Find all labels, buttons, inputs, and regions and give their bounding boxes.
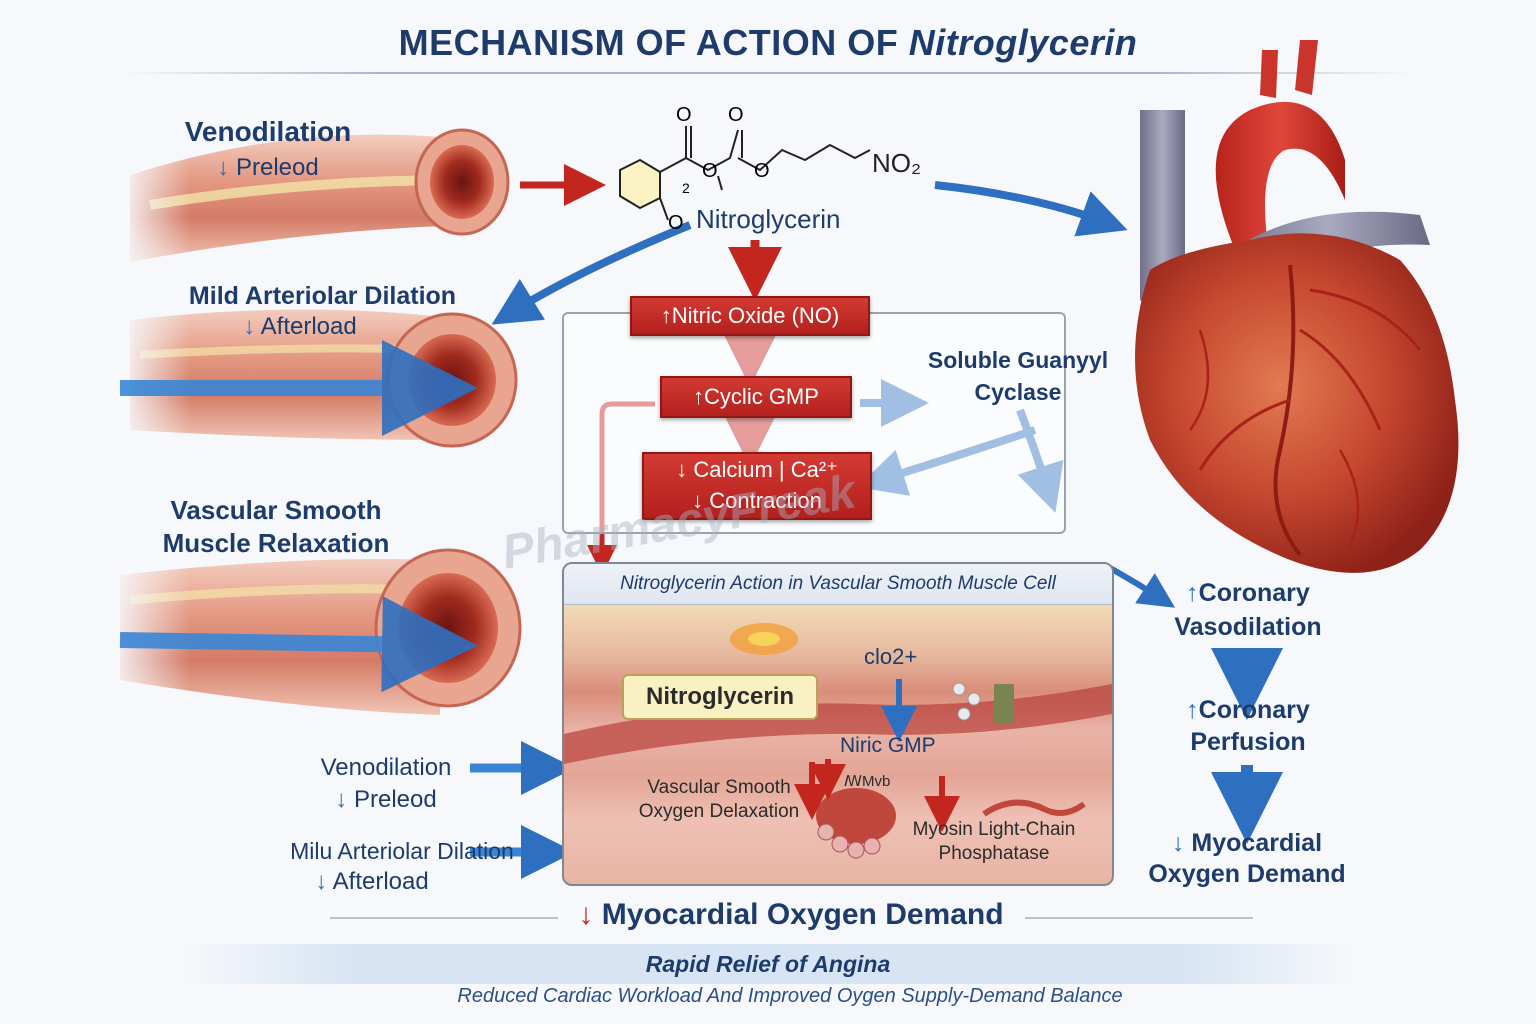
molecule-oxygen-4: O xyxy=(754,160,770,182)
page-title: MECHANISM OF ACTION OF Nitroglycerin xyxy=(0,22,1536,64)
coronary-line-2: Vasodilation xyxy=(1174,613,1322,641)
nitric-oxide-label: Nitric Oxide (NO) xyxy=(671,303,840,328)
coronary-vasodilation-label: ↑Coronary Vasodilation xyxy=(1160,576,1336,644)
coronary-perfusion-label: ↑Coronary Perfusion xyxy=(1160,694,1336,758)
title-rule xyxy=(120,72,1416,74)
cell-squiggle-text: ꟿMvb xyxy=(844,773,891,790)
myocardial-demand-right-label: ↓ Myocardial Oxygen Demand xyxy=(1142,828,1352,890)
down-arrow-icon: ↓ xyxy=(1171,829,1185,857)
calcium-label: Calcium | Ca²⁺ xyxy=(693,457,838,482)
arrow-molecule-to-vessel xyxy=(491,221,692,325)
guanylyl-line-1: Soluble Guanyyl xyxy=(927,347,1109,373)
summary-text: Reduced Cardiac Workload And Improved Oy… xyxy=(457,985,1123,1007)
down-arrow-icon: ↓ xyxy=(692,488,704,513)
nitric-oxide-box: ↑Nitric Oxide (NO) xyxy=(630,296,870,336)
calcium-line: ↓ Calcium | Ca²⁺ xyxy=(644,454,870,485)
vsm-line-1: Vascular Smooth xyxy=(170,495,382,525)
title-drug-name: Nitroglycerin xyxy=(908,22,1138,63)
molecule-name-label: Nitroglycerin xyxy=(696,204,841,234)
bottom-arteriolar-sub: ↓ Afterload xyxy=(262,868,482,896)
cell-mlc-line-2: Phosphatase xyxy=(938,843,1050,864)
bottom-rule-right xyxy=(1025,917,1253,919)
relief-text: Rapid Relief of Angina xyxy=(645,951,891,977)
myocardial-demand-banner: ↓ Myocardial Oxygen Demand xyxy=(556,898,1026,932)
arteriolar-sub: ↓ Afterload xyxy=(150,313,450,341)
molecule-no2-label: NO₂ xyxy=(872,148,922,178)
vessel-venodilation xyxy=(120,128,510,270)
bottom-arteriolar-title: Milu Arteriolar Dilation xyxy=(290,838,514,864)
down-arrow-icon: ↓ xyxy=(676,457,688,482)
heart-illustration xyxy=(1135,40,1459,573)
veno-sub: ↓ Preleod xyxy=(148,154,388,182)
arrow-cell-to-coronary xyxy=(1108,565,1176,608)
veno-sub-text: Preleod xyxy=(235,154,319,181)
nitroglycerin-structure xyxy=(619,126,871,221)
contraction-label: Contraction xyxy=(709,488,822,513)
cell-illustration xyxy=(564,623,1112,859)
arteriolar-sub-text: Afterload xyxy=(260,313,357,340)
cyclic-gmp-box: ↑Cyclic GMP xyxy=(660,376,852,418)
bottom-veno-title: Venodilation xyxy=(320,754,452,781)
up-arrow-icon: ↑ xyxy=(1186,696,1199,724)
molecule-subscript: 2 xyxy=(682,180,690,196)
cell-panel-header: Nitroglycerin Action in Vascular Smooth … xyxy=(564,564,1112,605)
contraction-line: ↓ Contraction xyxy=(644,485,870,516)
demand-line-2: Oxygen Demand xyxy=(1148,860,1346,888)
cyclic-gmp-label: Cyclic GMP xyxy=(704,384,819,409)
molecule-oxygen-3: O xyxy=(702,160,718,182)
perfusion-line-1: ↑Coronary xyxy=(1160,694,1336,726)
cell-calcium-label: clo2+ xyxy=(864,644,918,669)
perfusion-text-1: Coronary xyxy=(1198,696,1310,724)
up-arrow-icon: ↑ xyxy=(1186,579,1199,607)
cell-cgmp-label: Niric GMP xyxy=(840,734,936,757)
down-arrow-icon: ↓ xyxy=(578,898,594,931)
perfusion-line-2: Perfusion xyxy=(1190,728,1306,756)
calcium-contraction-box: ↓ Calcium | Ca²⁺ ↓ Contraction xyxy=(642,452,872,520)
cell-mlc-line-1: Myosin Light-Chain xyxy=(912,819,1076,840)
down-arrow-icon: ↓ xyxy=(315,868,328,895)
bottom-veno-sub: ↓ Preleod xyxy=(296,786,476,814)
molecule-oxygen-5: O xyxy=(668,212,684,234)
arteriolar-title: Mild Arteriolar Dilation xyxy=(188,282,457,310)
smooth-muscle-cell-panel: Nitroglycerin Action in Vascular Smooth … xyxy=(562,562,1114,886)
demand-text-1: Myocardial xyxy=(1191,829,1323,857)
molecule-oxygen-2: O xyxy=(728,104,744,126)
relief-band xyxy=(180,944,1356,984)
molecule-oxygen-1: O xyxy=(676,104,692,126)
guanylyl-line-2: Cyclase xyxy=(974,379,1062,405)
demand-banner-text: Myocardial Oxygen Demand xyxy=(601,898,1004,931)
cell-vsm-line-1: Vascular Smooth xyxy=(647,777,791,798)
up-arrow-icon: ↑ xyxy=(693,384,705,409)
bottom-arteriolar-sub-text: Afterload xyxy=(332,868,429,895)
veno-title: Venodilation xyxy=(184,116,352,147)
title-prefix: MECHANISM OF ACTION OF xyxy=(398,22,909,63)
arrow-molecule-to-heart xyxy=(934,181,1128,237)
down-arrow-icon: ↓ xyxy=(243,313,256,340)
up-arrow-icon: ↑ xyxy=(660,303,672,328)
down-arrow-icon: ↓ xyxy=(335,786,348,813)
cell-nitroglycerin-box: Nitroglycerin xyxy=(622,674,818,720)
bottom-veno-sub-text: Preleod xyxy=(353,786,437,813)
cell-vsm-line-2: Oxygen Delaxation xyxy=(638,801,800,822)
vsm-line-2: Muscle Relaxation xyxy=(162,528,390,558)
coronary-line-1: ↑Coronary xyxy=(1160,576,1336,610)
coronary-text-1: Coronary xyxy=(1198,579,1310,607)
down-arrow-icon: ↓ xyxy=(217,154,230,181)
flow-arrow-vessel-3 xyxy=(119,596,478,693)
demand-line-1: ↓ Myocardial xyxy=(1142,828,1352,859)
bottom-rule-left xyxy=(330,917,558,919)
